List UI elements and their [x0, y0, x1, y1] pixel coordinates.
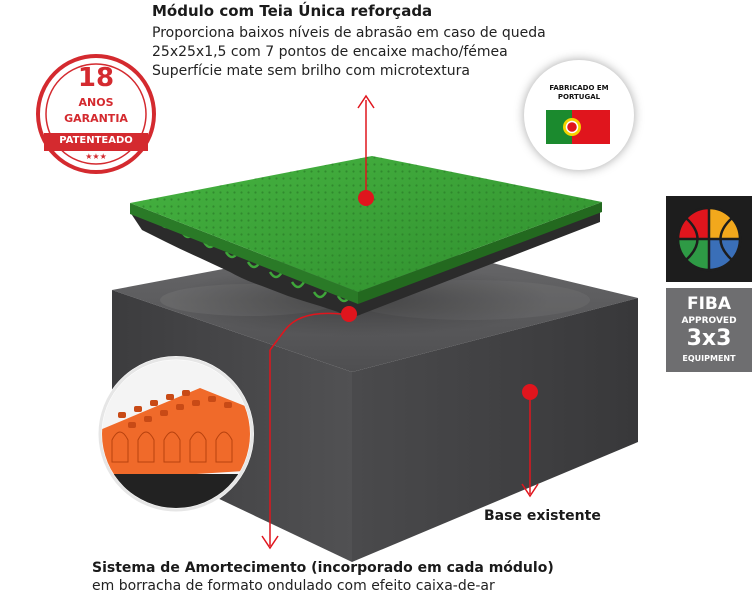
cushion-detail-zoom [98, 356, 254, 512]
fiba-approved-text: APPROVED [681, 316, 737, 326]
feature-line-1: Proporciona baixos níveis de abrasão em … [152, 25, 546, 41]
green-tile-side-front [130, 203, 358, 304]
cushion-hotspot [341, 306, 357, 322]
feature-description: Proporciona baixos níveis de abrasão em … [152, 24, 546, 81]
fiba-ball-logo [666, 196, 752, 282]
warranty-patenteado: PATENTEADO [59, 135, 133, 146]
warranty-stars: ★★★ [85, 152, 107, 161]
portugal-flag-icon [546, 110, 610, 144]
cushion-description: em borracha de formato ondulado com efei… [92, 578, 495, 594]
warranty-garantia: GARANTIA [64, 112, 128, 125]
base-side-face [352, 298, 638, 562]
warranty-seal-text: 18 ANOS GARANTIA PATENTEADO ★★★ [38, 56, 154, 172]
feature-line-2: 25x25x1,5 com 7 pontos de encaixe macho/… [152, 44, 508, 60]
warranty-years: 18 [77, 63, 115, 93]
feature-line-3: Superfície mate sem brilho com microtext… [152, 63, 470, 79]
base-label: Base existente [484, 508, 601, 524]
tile-hotspot [358, 190, 374, 206]
green-tile-side-right [358, 202, 602, 304]
base-hotspot [522, 384, 538, 400]
basketball-icon [676, 206, 742, 272]
fiba-approved-badge: FIBA APPROVED 3x3 EQUIPMENT [666, 288, 752, 372]
rubber-cushion-layer [130, 212, 600, 317]
made-in-portugal-badge: FABRICADO EM PORTUGAL [524, 60, 634, 170]
fiba-equipment-text: EQUIPMENT [682, 354, 736, 363]
cushion-title: Sistema de Amortecimento (incorporado em… [92, 560, 554, 576]
warranty-seal [36, 54, 156, 174]
fiba-3x3-text: 3x3 [686, 326, 732, 351]
country-label: PORTUGAL [557, 93, 601, 101]
warranty-anos: ANOS [78, 96, 114, 109]
feature-title: Módulo com Teia Única reforçada [152, 2, 433, 20]
made-in-label: FABRICADO EM [549, 84, 609, 92]
fiba-text: FIBA [686, 294, 732, 314]
